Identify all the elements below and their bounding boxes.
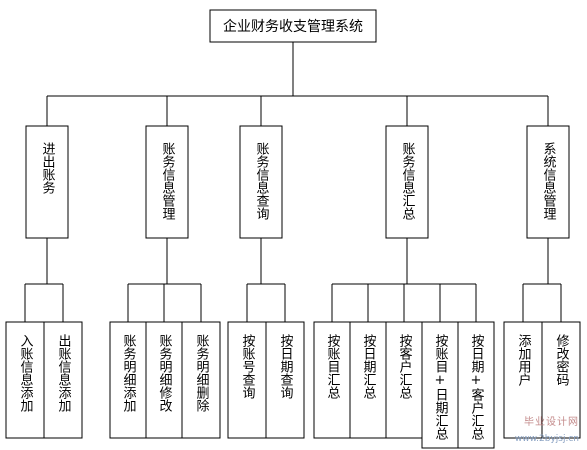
leaf-4-2-node-label: 按日期汇总	[361, 334, 377, 399]
leaf-5-2-node: 修改密码	[541, 321, 581, 439]
module-3-node-label: 账务信息查询	[254, 142, 270, 220]
leaf-4-3-node-label: 按客户汇总	[397, 334, 413, 399]
leaf-5-1-node-label: 添加用户	[516, 334, 532, 387]
leaf-2-1-node-label: 账务明细添加	[121, 334, 137, 413]
leaf-4-5-node-label: 按日期+客户汇总	[469, 334, 485, 440]
leaf-4-4-node: 按账目+日期汇总	[421, 321, 459, 449]
leaf-4-2-node: 按日期汇总	[349, 321, 387, 439]
leaf-4-4-node-label: 按账目+日期汇总	[433, 334, 449, 440]
leaf-2-1-node: 账务明细添加	[109, 321, 147, 439]
leaf-2-3-node-label: 账务明细删除	[194, 334, 210, 412]
leaf-3-2-node-label: 按日期查询	[278, 334, 294, 399]
module-3-node: 账务信息查询	[239, 125, 283, 239]
module-2-node: 账务信息管理	[145, 125, 189, 239]
leaf-4-1-node-label: 按账目汇总	[325, 334, 341, 399]
module-5-node-label: 系统信息管理	[541, 142, 557, 220]
connector-lines	[24, 42, 562, 322]
module-1-node-label: 进出账务	[40, 142, 56, 194]
module-4-node: 账务信息汇总	[385, 125, 429, 239]
module-2-node-label: 账务信息管理	[160, 142, 176, 220]
watermark-text: 毕业设计网	[524, 417, 579, 428]
leaf-5-1-node: 添加用户	[503, 321, 543, 439]
leaf-1-1-node-label: 入账信息添加	[18, 334, 34, 413]
leaf-1-2-node-label: 出账信息添加	[56, 334, 72, 413]
leaf-1-1-node: 入账信息添加	[5, 321, 45, 439]
leaf-3-1-node: 按账号查询	[227, 321, 267, 439]
leaf-4-1-node: 按账目汇总	[313, 321, 351, 439]
module-4-node-label: 账务信息汇总	[400, 142, 416, 220]
leaf-2-2-node-label: 账务明细修改	[157, 334, 173, 412]
root-node: 企业财务收支管理系统	[209, 9, 377, 43]
leaf-4-3-node: 按客户汇总	[385, 321, 423, 439]
module-5-node: 系统信息管理	[526, 125, 570, 239]
root-node-label: 企业财务收支管理系统	[223, 18, 363, 35]
watermark-url: www.2byjsj.cn	[514, 434, 579, 444]
leaf-1-2-node: 出账信息添加	[43, 321, 83, 439]
leaf-5-2-node-label: 修改密码	[554, 334, 570, 386]
module-1-node: 进出账务	[25, 125, 69, 239]
leaf-3-2-node: 按日期查询	[265, 321, 305, 439]
leaf-3-1-node-label: 按账号查询	[240, 334, 256, 399]
leaf-2-2-node: 账务明细修改	[145, 321, 183, 439]
leaf-4-5-node: 按日期+客户汇总	[457, 321, 495, 449]
leaf-2-3-node: 账务明细删除	[181, 321, 221, 439]
